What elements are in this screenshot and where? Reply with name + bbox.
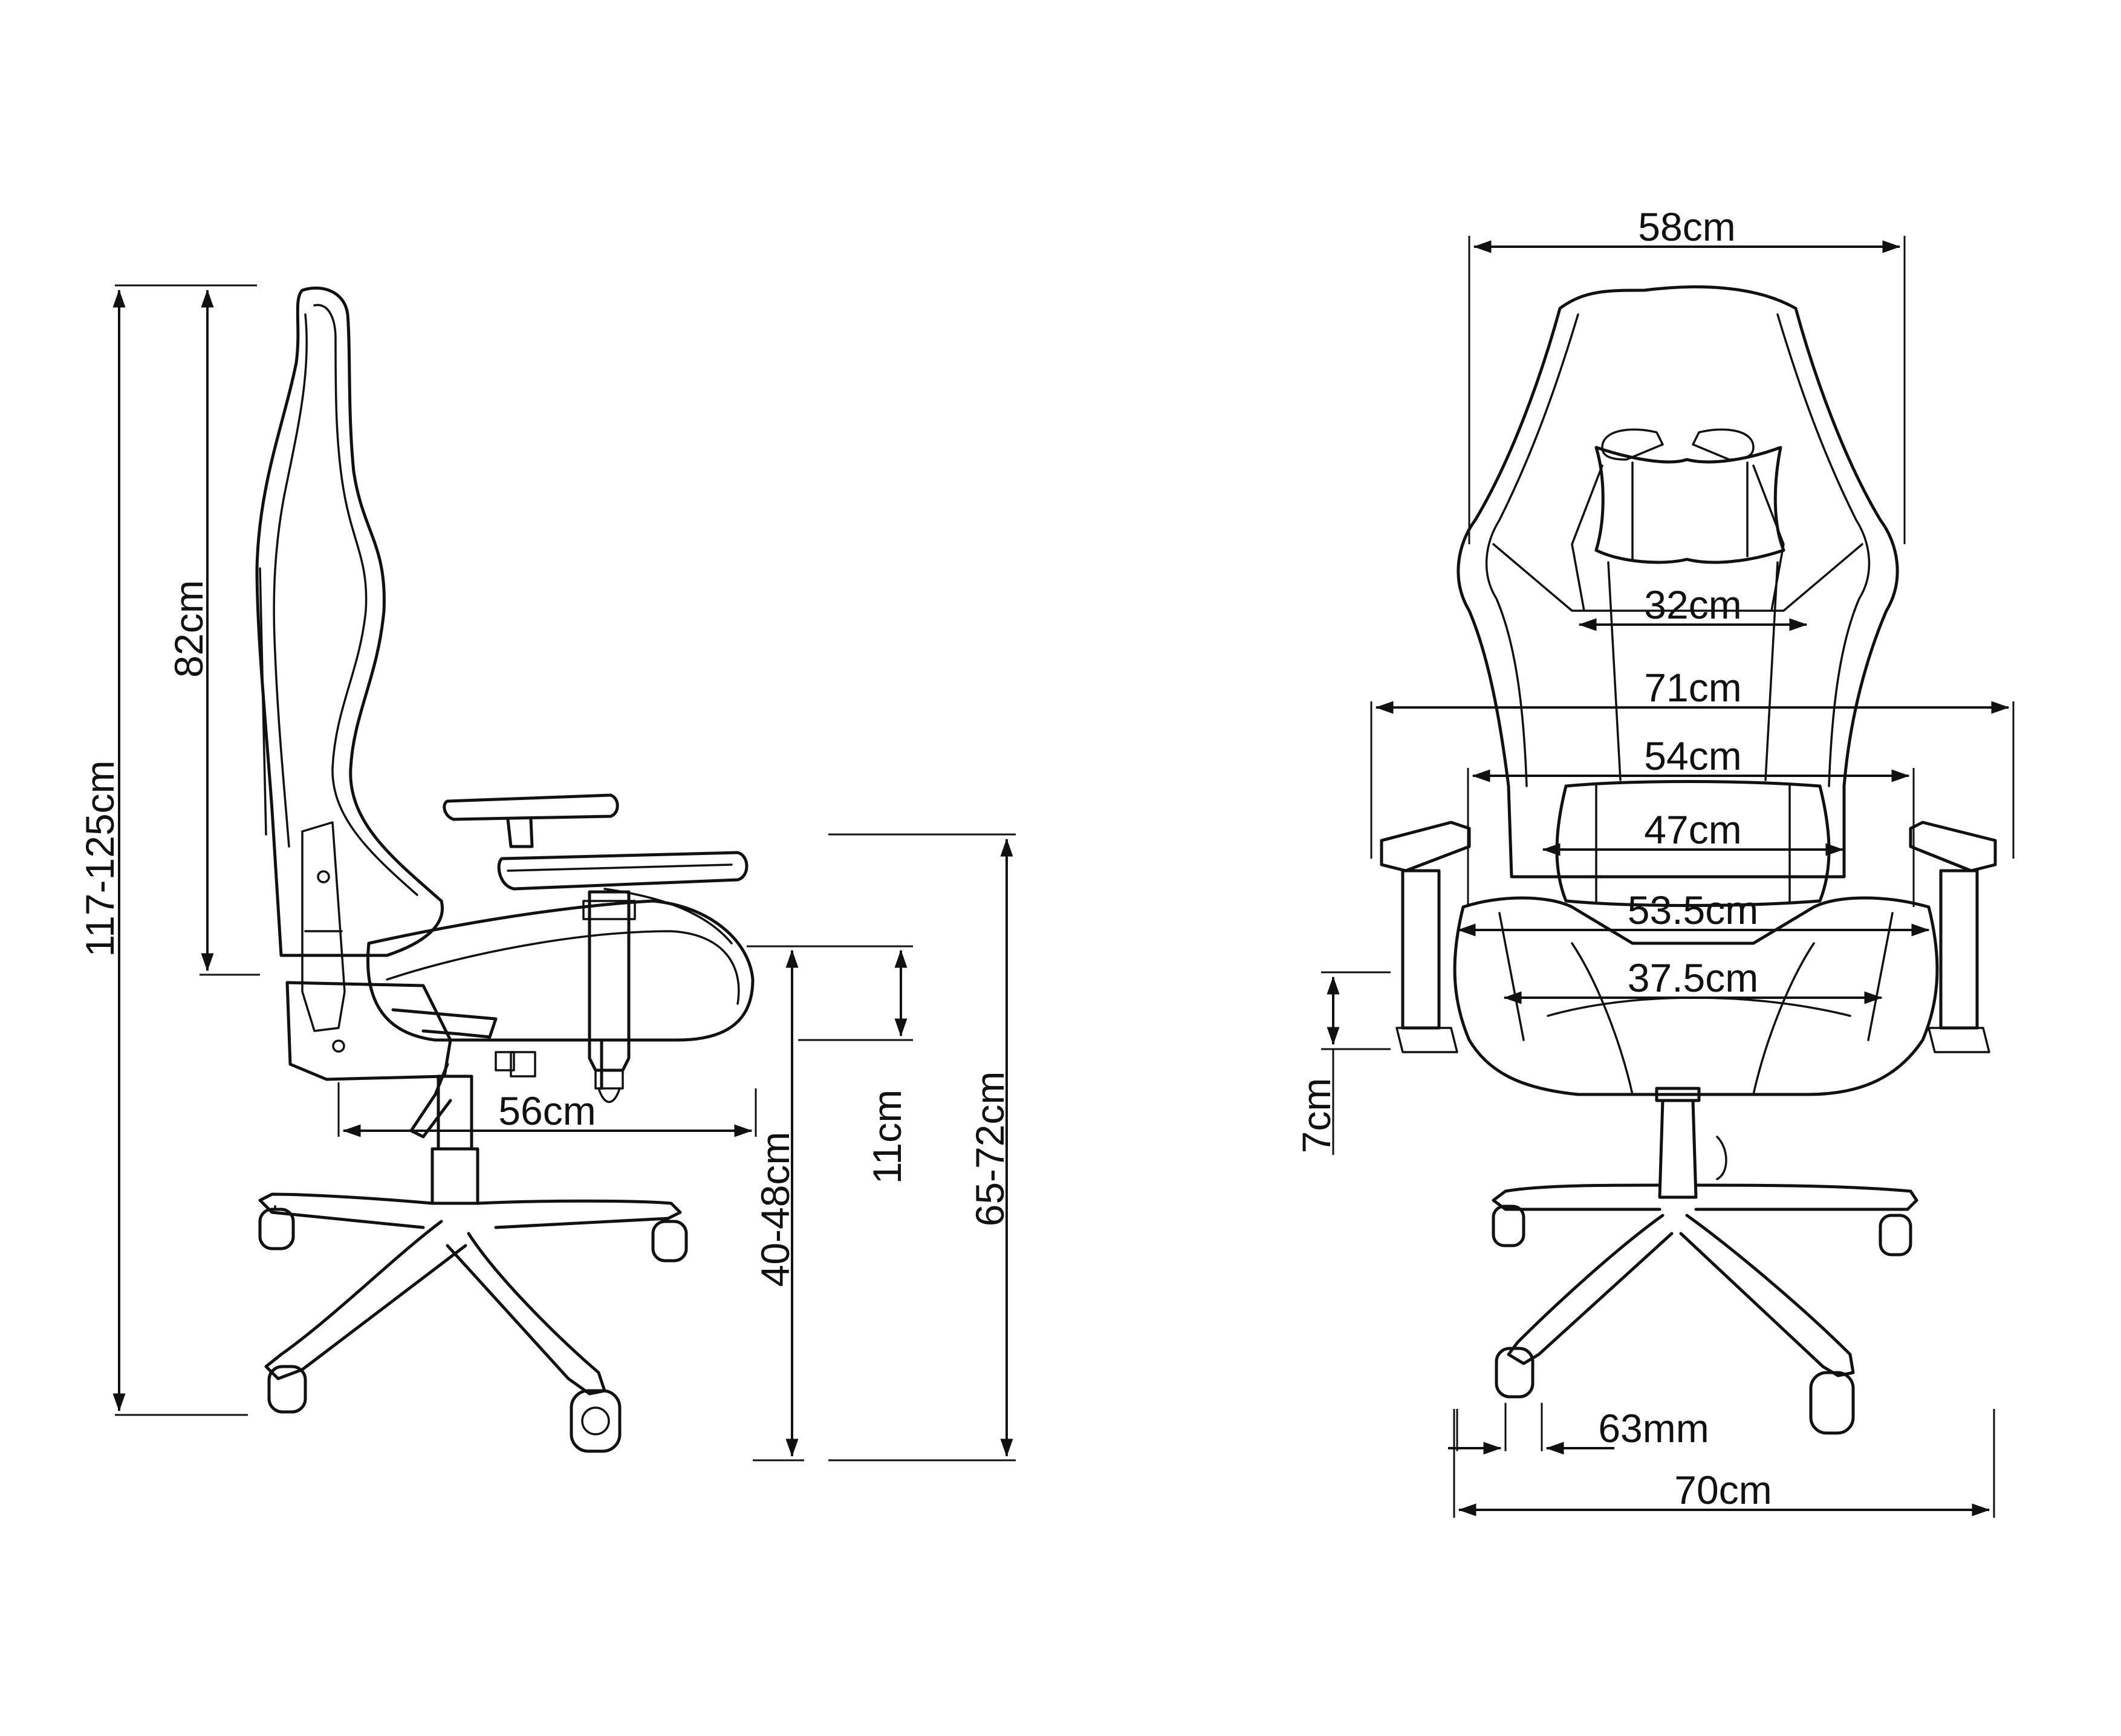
side-caster-left — [258, 1205, 295, 1250]
label-back-width: 54cm — [1644, 733, 1741, 778]
label-armrest-span: 71cm — [1644, 665, 1741, 710]
label-backrest-height: 82cm — [166, 580, 211, 677]
label-seat-inner-width: 37.5cm — [1628, 955, 1758, 1000]
label-seat-depth: 56cm — [498, 1088, 596, 1133]
label-caster-size: 63mm — [1598, 1406, 1709, 1451]
dimension-labels: 117-125cm 82cm 56cm 11cm 40-48cm 65-72cm… — [77, 204, 1772, 1512]
label-seat-height: 40-48cm — [753, 1132, 797, 1287]
front-view-chair — [1380, 285, 1997, 1435]
label-headrest-width: 32cm — [1644, 582, 1741, 627]
label-armrest-height: 65-72cm — [967, 1071, 1012, 1227]
front-dimensions — [1321, 236, 2015, 1518]
side-caster-right — [651, 1220, 688, 1263]
label-base-width: 70cm — [1674, 1468, 1772, 1512]
label-lumbar-width: 47cm — [1644, 807, 1741, 852]
label-overall-width: 58cm — [1638, 204, 1735, 249]
side-view-chair — [255, 286, 755, 1453]
side-caster-front-left — [267, 1365, 307, 1414]
label-total-height: 117-125cm — [77, 760, 122, 957]
label-armrest-adjust: 11cm — [865, 1090, 909, 1185]
label-armrest-vertical: 7cm — [1294, 1078, 1339, 1154]
side-dimensions — [112, 284, 1016, 1461]
label-seat-width: 53.5cm — [1628, 888, 1758, 932]
side-caster-front-right — [570, 1389, 622, 1453]
